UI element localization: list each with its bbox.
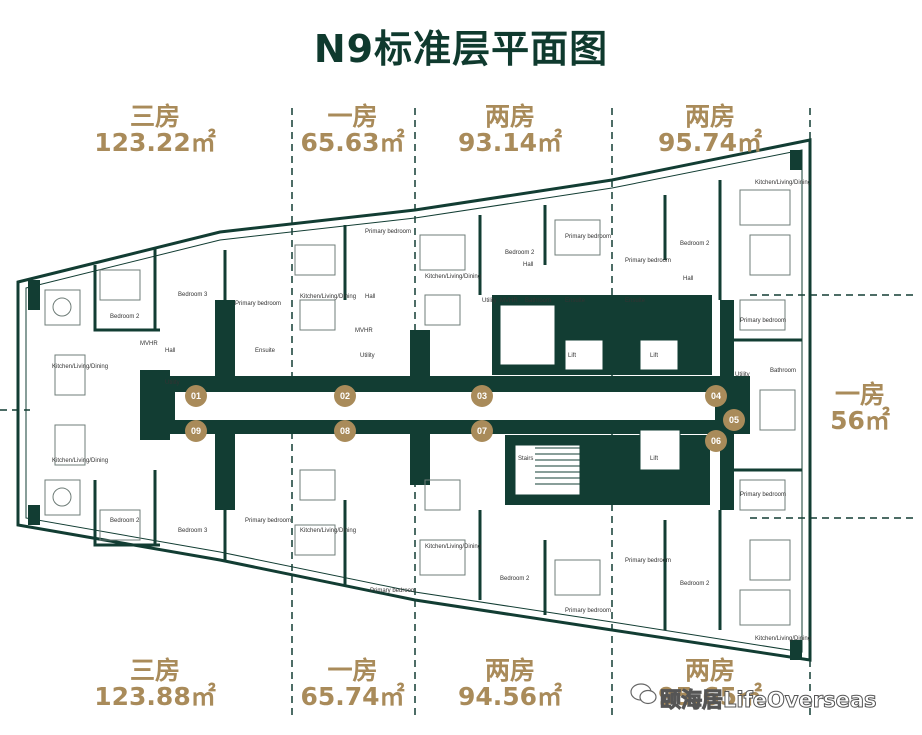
room-label: Hall bbox=[165, 348, 175, 354]
room-label: Utility bbox=[482, 298, 497, 304]
interior-walls bbox=[93, 180, 802, 630]
room-label: Kitchen/Living/Dining bbox=[52, 364, 108, 370]
corridor bbox=[150, 376, 750, 434]
unit-badge: 04 bbox=[711, 391, 721, 401]
room-label: Lift bbox=[650, 456, 658, 462]
room-label: Bedroom 2 bbox=[110, 518, 140, 524]
room-label: Kitchen/Living/Dining bbox=[755, 180, 811, 186]
room-label: Bedroom 3 bbox=[178, 292, 208, 298]
room-label: Primary bedroom bbox=[245, 518, 291, 524]
unit-badge: 07 bbox=[477, 426, 487, 436]
furniture bbox=[44, 189, 796, 626]
stairs bbox=[535, 447, 580, 485]
room-label: Primary bedroom bbox=[565, 234, 611, 240]
unit-badge: 09 bbox=[191, 426, 201, 436]
room-label: MVHR bbox=[140, 341, 158, 347]
room-label: Kitchen/Living/Dining bbox=[300, 294, 356, 300]
room-label: Kitchen/Living/Dining bbox=[425, 274, 481, 280]
unit-badge: 01 bbox=[191, 391, 201, 401]
room-label: MVHR bbox=[500, 298, 518, 304]
wechat-icon bbox=[630, 683, 657, 705]
room-labels: Kitchen/Living/Dining Kitchen/Living/Din… bbox=[52, 180, 811, 642]
unit-badge: 05 bbox=[729, 415, 739, 425]
room-label: Primary bedroom bbox=[235, 301, 281, 307]
room-label: Bathroom bbox=[525, 298, 551, 304]
room-label: Lift bbox=[650, 353, 658, 359]
room-label: Primary bedroom bbox=[370, 588, 416, 594]
room-label: Bedroom 2 bbox=[505, 250, 535, 256]
core-voids bbox=[499, 304, 681, 496]
room-label: Primary bedroom bbox=[625, 558, 671, 564]
room-label: Kitchen/Living/Dining bbox=[755, 636, 811, 642]
room-label: Ensuite bbox=[255, 348, 276, 354]
room-label: Bathroom bbox=[770, 368, 796, 374]
unit-badge: 08 bbox=[340, 426, 350, 436]
room-label: Kitchen/Living/Dining bbox=[52, 458, 108, 464]
room-label: Utility bbox=[735, 372, 750, 378]
room-label: Bedroom 2 bbox=[110, 314, 140, 320]
room-label: Ensuite bbox=[625, 298, 646, 304]
room-label: Primary bedroom bbox=[365, 229, 411, 235]
room-label: MVHR bbox=[355, 328, 373, 334]
room-label: Primary bedroom bbox=[740, 318, 786, 324]
unit-badge: 03 bbox=[477, 391, 487, 401]
room-label: Hall bbox=[523, 262, 533, 268]
unit-badges: 01 02 03 04 05 06 07 08 09 bbox=[185, 385, 745, 452]
room-label: Primary bedroom bbox=[565, 608, 611, 614]
room-label: Ensuite bbox=[565, 298, 586, 304]
room-label: Bedroom 3 bbox=[178, 528, 208, 534]
room-label: Utility bbox=[360, 353, 375, 359]
room-label: Kitchen/Living/Dining bbox=[300, 528, 356, 534]
room-label: Hall bbox=[683, 276, 693, 282]
watermark: 颐海居LifeOverseas bbox=[660, 688, 878, 713]
room-label: Bedroom 2 bbox=[680, 241, 710, 247]
page-title: N9标准层平面图 bbox=[313, 27, 609, 71]
room-label: Primary bedroom bbox=[740, 492, 786, 498]
room-label: Lift bbox=[568, 353, 576, 359]
room-label: Bedroom 2 bbox=[680, 581, 710, 587]
room-label: Stairs bbox=[518, 456, 533, 462]
room-label: Utility bbox=[165, 380, 180, 386]
room-label: Bedroom 2 bbox=[500, 576, 530, 582]
room-label: Kitchen/Living/Dining bbox=[425, 544, 481, 550]
unit-badge: 06 bbox=[711, 436, 721, 446]
unit-badge: 02 bbox=[340, 391, 350, 401]
room-label: Primary bedroom bbox=[625, 258, 671, 264]
room-label: Hall bbox=[365, 294, 375, 300]
